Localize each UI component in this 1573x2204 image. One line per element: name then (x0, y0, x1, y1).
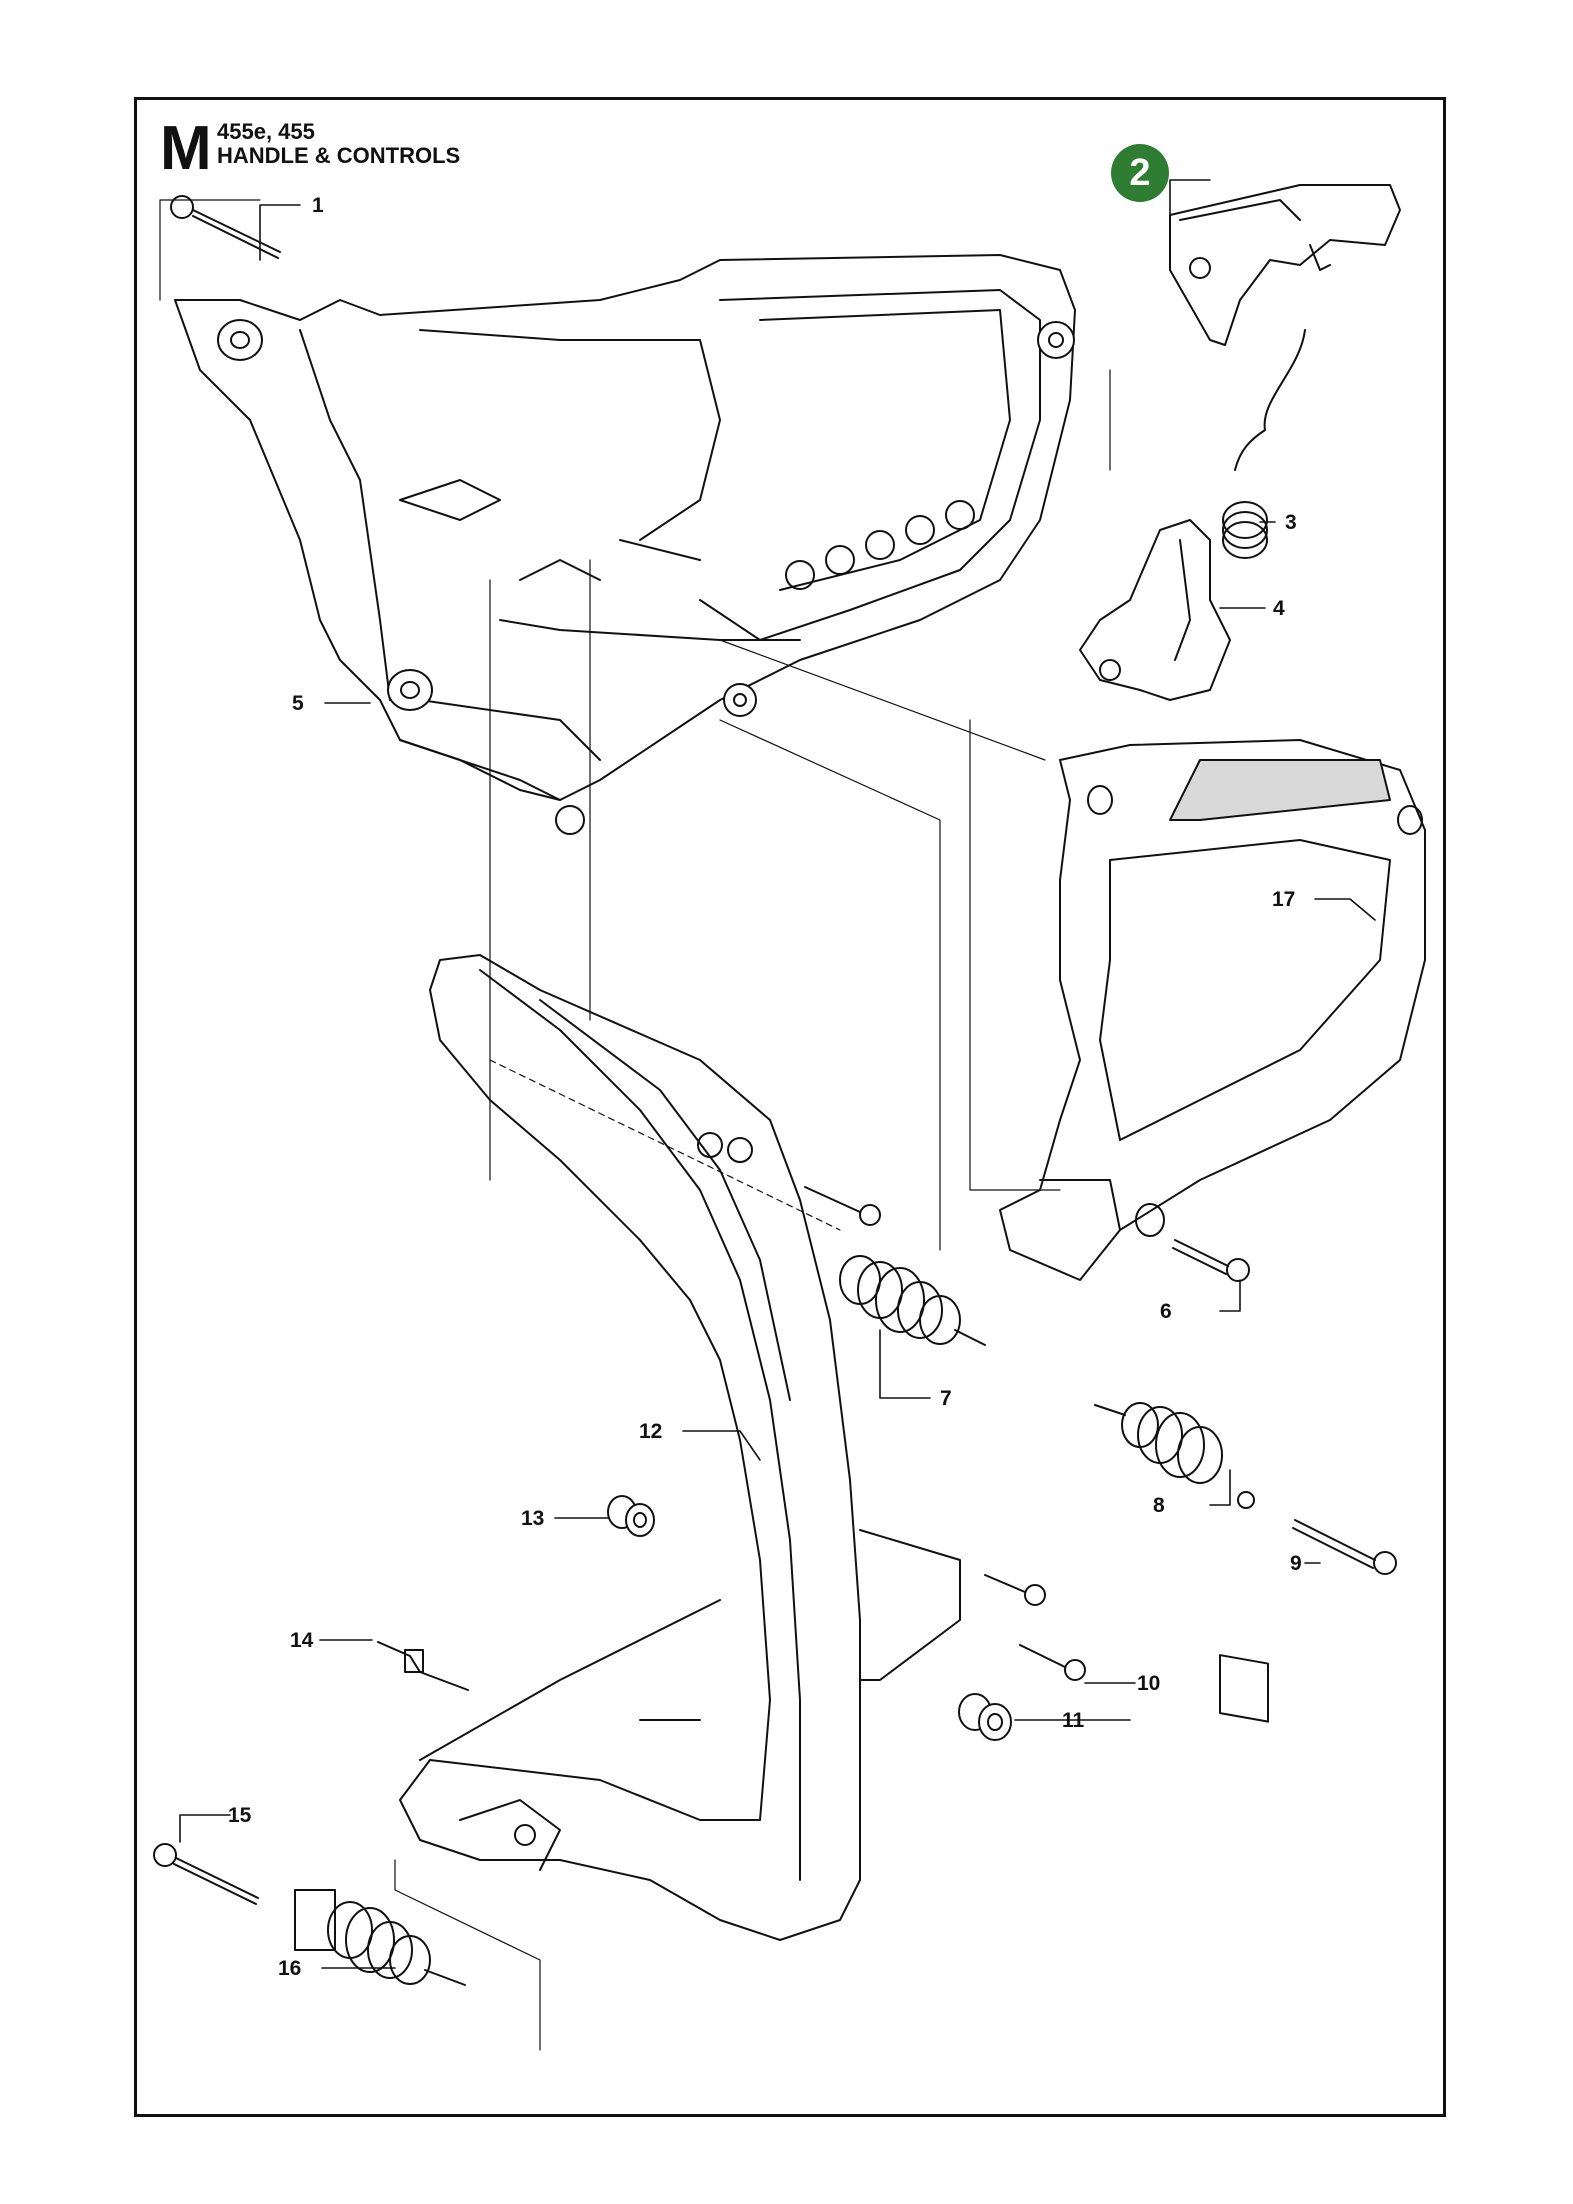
throttle-trigger-part (1169, 184, 1401, 346)
stud-14-part (377, 1641, 469, 1691)
spring-part (1222, 329, 1306, 559)
section-letter: M (160, 114, 212, 183)
bushing-11-part (958, 1693, 1012, 1741)
callout-label: 16 (278, 1957, 302, 1980)
callout-label: 4 (1273, 597, 1285, 620)
callout-label: 5 (292, 692, 304, 715)
callout-label: 14 (290, 1629, 314, 1652)
callout-label: 17 (1272, 888, 1296, 911)
bushing-13-part (607, 1495, 655, 1537)
rear-handle-housing-part (174, 254, 1076, 835)
screw-screw-front-part (804, 1186, 881, 1226)
screw-9-part (1292, 1519, 1397, 1575)
throttle-lockout-part (1079, 519, 1231, 701)
callout-label: 10 (1137, 1672, 1161, 1695)
callout-label: 15 (228, 1804, 252, 1827)
callout-label: 12 (639, 1420, 663, 1443)
leader-lines (179, 179, 1376, 1969)
reference-badge: 2 (1111, 144, 1169, 202)
av-spring-8-part (1094, 1402, 1269, 1723)
callout-label: 7 (940, 1387, 952, 1410)
front-handle-part (399, 954, 961, 1941)
screw-6-part (1172, 1239, 1250, 1282)
callout-label: 6 (1160, 1300, 1172, 1323)
av-spring-7-part (839, 1255, 986, 1346)
screw-15-part (153, 1843, 259, 1905)
callout-label: 3 (1285, 511, 1297, 534)
model-numbers: 455e, 455 (217, 119, 315, 144)
av-spring-16-part (294, 1889, 466, 1986)
callout-label: 1 (312, 194, 324, 217)
callout-label: 8 (1153, 1494, 1165, 1517)
assembly-lines (159, 199, 1111, 2051)
page-title: HANDLE & CONTROLS (217, 143, 461, 168)
callout-label: 11 (1062, 1709, 1085, 1732)
callout-label: 13 (521, 1507, 545, 1530)
screw-10-part (984, 1574, 1086, 1681)
handle-cover-part (999, 739, 1426, 1281)
screw-1-part (170, 195, 281, 259)
diagram-frame (134, 97, 1446, 2117)
callout-label: 9 (1290, 1552, 1302, 1575)
